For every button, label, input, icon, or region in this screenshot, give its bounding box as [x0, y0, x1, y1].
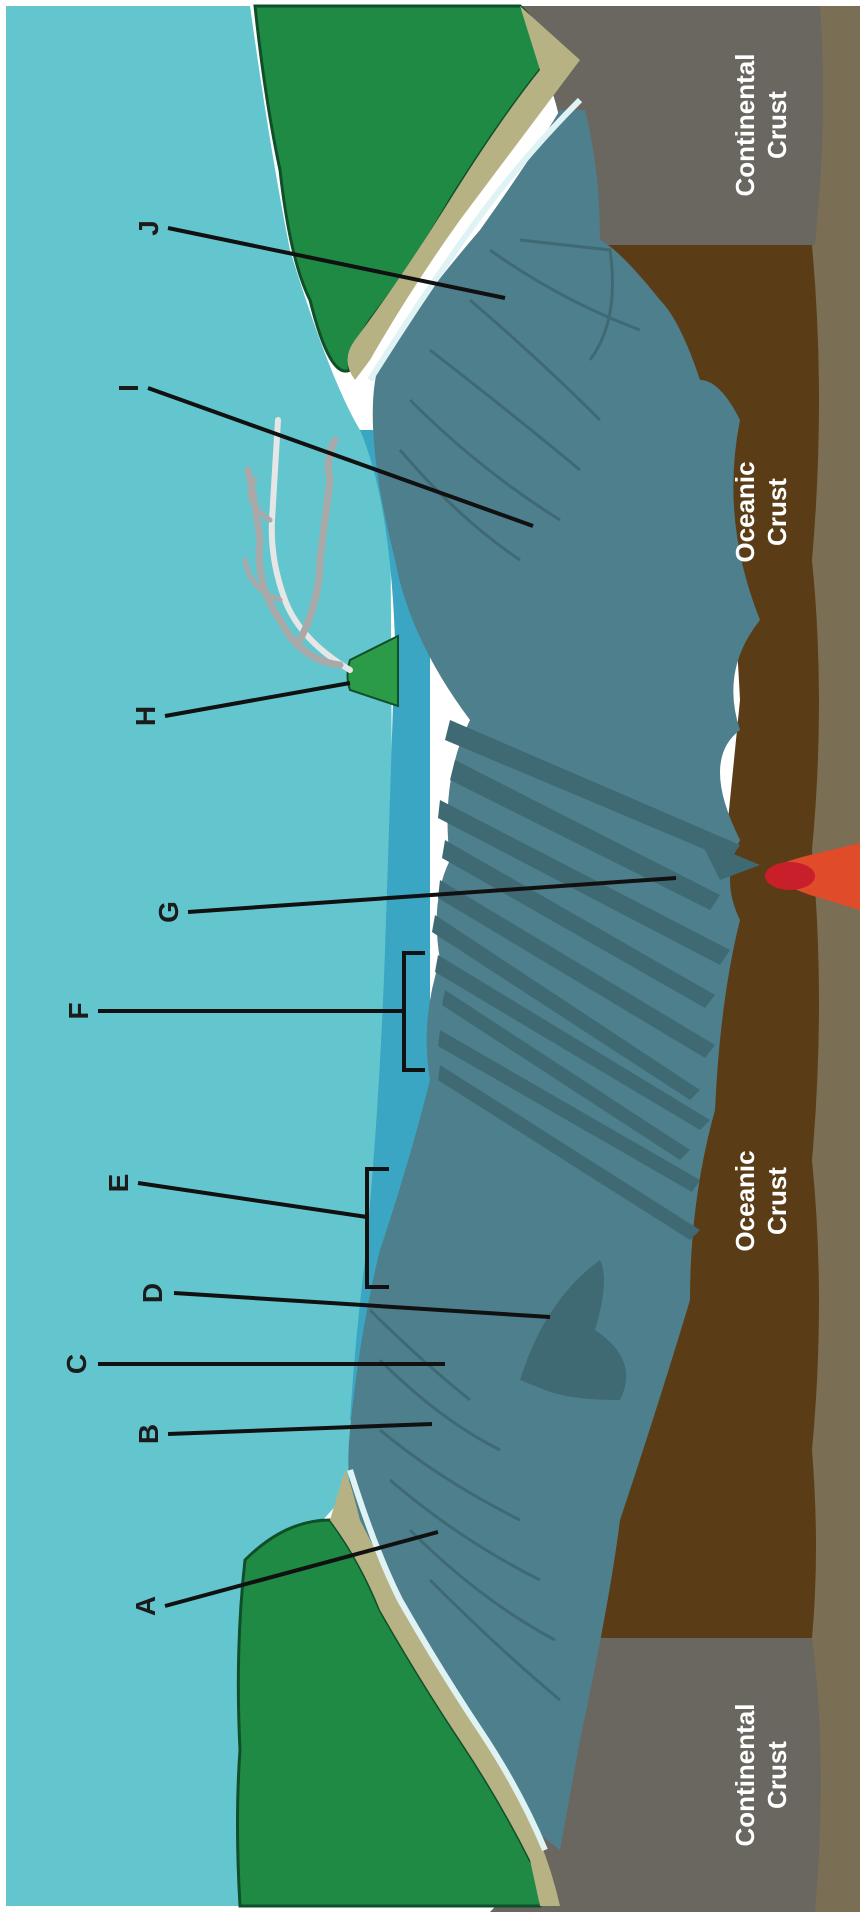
magma-core [765, 862, 815, 890]
label-h: H [130, 706, 161, 726]
label-i: I [113, 384, 144, 392]
label-d: D [137, 1283, 168, 1303]
label-g: G [153, 901, 184, 923]
continental-crust-bottom-line2: Crust [762, 1741, 792, 1809]
mantle-layer [812, 6, 860, 1912]
label-e: E [103, 1174, 134, 1193]
continental-crust-top-line1: Continental [730, 54, 760, 197]
oceanic-crust-lower-line1: Oceanic [730, 1150, 760, 1251]
label-a: A [130, 1596, 161, 1616]
oceanic-crust-lower-line2: Crust [762, 1167, 792, 1235]
oceanic-crust-upper-line2: Crust [762, 478, 792, 546]
label-b: B [133, 1424, 164, 1444]
label-j: J [133, 220, 164, 236]
label-c: C [61, 1354, 92, 1374]
label-f: F [63, 1002, 94, 1019]
continental-crust-top-line2: Crust [762, 91, 792, 159]
continental-crust-bottom-line1: Continental [730, 1704, 760, 1847]
oceanic-crust-upper-line1: Oceanic [730, 461, 760, 562]
